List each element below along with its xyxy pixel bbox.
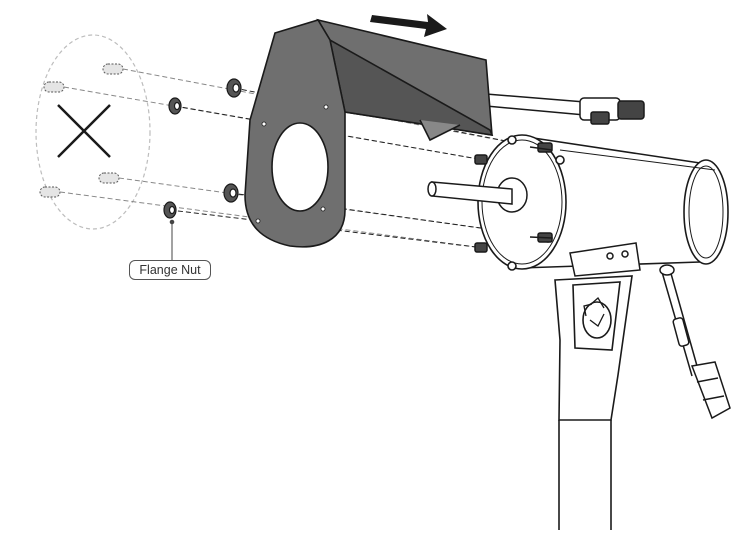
flange-nut-4 [163, 201, 177, 219]
recycle-symbol-icon [583, 296, 605, 327]
flange-nut-1 [226, 78, 242, 98]
flange-nut-2 [168, 97, 182, 115]
removed-screw-4 [98, 172, 120, 184]
screw-bottom-right [529, 232, 553, 243]
mounting-bracket [569, 242, 641, 277]
motor-screws [474, 142, 553, 253]
cover-cables [485, 93, 645, 125]
removed-screw-1 [43, 81, 65, 93]
callout-leader [169, 219, 175, 260]
x-mark-icon [57, 104, 111, 158]
arrow-right-icon [370, 14, 447, 37]
motor-cover [244, 18, 494, 248]
motor-cable [659, 264, 731, 420]
flange-nuts [163, 78, 242, 219]
motor-end-cap [683, 159, 729, 265]
screw-bottom-left [474, 242, 488, 253]
removed-screw-3 [39, 186, 61, 198]
removed-screw-2 [102, 63, 124, 75]
cover-plate-hole [271, 122, 329, 212]
removed-parts-circle [35, 34, 151, 230]
motor-shaft [427, 177, 528, 213]
stand-pole [554, 275, 633, 530]
screw-top-right [529, 142, 553, 153]
flange-nut-label: Flange Nut [129, 260, 211, 280]
screw-top-left [474, 154, 488, 165]
flange-nut-3 [223, 183, 239, 203]
removed-parts-group [35, 34, 151, 230]
